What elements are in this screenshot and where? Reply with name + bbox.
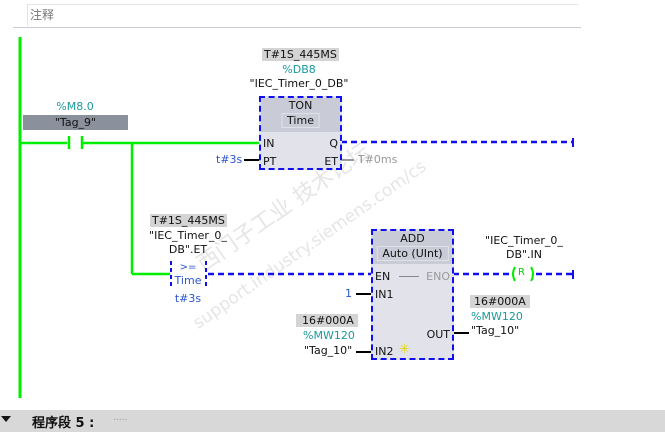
ton-pin-pt: PT xyxy=(263,155,277,168)
comment-label: 注释 xyxy=(30,8,55,22)
add-pin-in1: IN1 xyxy=(375,288,394,301)
add-pin-in2: IN2 xyxy=(375,345,394,358)
add-out-address: %MW120 xyxy=(471,310,523,323)
add-type[interactable]: Auto (UInt) xyxy=(376,246,449,261)
no-contact[interactable] xyxy=(65,134,85,151)
param-wires xyxy=(244,159,469,353)
add-input-star-icon[interactable]: ✳ xyxy=(399,342,410,357)
network-title: 程序段 5 : xyxy=(32,416,95,431)
add-in2-live-value: 16#000A xyxy=(296,314,358,327)
compare-operand-line1[interactable]: "IEC_Timer_0_ xyxy=(149,229,227,242)
ton-type[interactable]: Time xyxy=(281,113,320,128)
ton-instance[interactable]: "IEC_Timer_0_DB" xyxy=(249,77,349,90)
add-out-tag[interactable]: "Tag_10" xyxy=(471,324,520,337)
coil-operand-line2[interactable]: DB".IN xyxy=(505,248,543,261)
add-block[interactable]: ADD Auto (UInt) EN ENO IN1 OUT IN2 ✳ xyxy=(371,229,454,360)
ton-live-value: T#1S_445MS xyxy=(262,48,339,61)
add-pin-out: OUT xyxy=(426,328,450,341)
powered-wires xyxy=(20,136,260,276)
network-header[interactable] xyxy=(0,410,665,432)
add-name: ADD xyxy=(400,232,425,245)
add-pin-eno: ENO xyxy=(426,270,450,283)
compare-operand2[interactable]: t#3s xyxy=(174,292,202,305)
add-pin-en: EN xyxy=(375,270,391,283)
unpowered-wires xyxy=(208,140,573,276)
contact-address: %M8.0 xyxy=(56,100,94,113)
network-comment[interactable]: ..... xyxy=(113,413,128,423)
add-in2-tag[interactable]: "Tag_10" xyxy=(304,344,353,357)
compare-operator: >= xyxy=(179,262,197,273)
collapse-triangle-icon[interactable] xyxy=(1,416,11,422)
comment-divider xyxy=(13,27,581,28)
coil-symbol[interactable]: R xyxy=(518,267,525,278)
ton-et-value[interactable]: T#0ms xyxy=(358,153,398,166)
ton-pin-et: ET xyxy=(324,155,338,168)
ton-pin-q: Q xyxy=(329,137,338,150)
ton-name: TON xyxy=(288,99,313,112)
compare-type[interactable]: Time xyxy=(174,274,202,287)
comment-field[interactable] xyxy=(27,4,578,26)
coil-icon xyxy=(512,266,534,282)
ton-pt-value[interactable]: t#3s xyxy=(216,153,243,166)
ton-block[interactable]: TON Time IN PT Q ET xyxy=(259,96,342,170)
ton-db-address: %DB8 xyxy=(282,63,316,76)
contact-tag[interactable]: "Tag_9" xyxy=(23,115,128,130)
coil-operand-line1[interactable]: "IEC_Timer_0_ xyxy=(485,234,563,247)
compare-operand-line2[interactable]: DB".ET xyxy=(168,243,208,256)
en-eno-line xyxy=(399,276,419,277)
compare-live-value: T#1S_445MS xyxy=(150,214,227,227)
add-in1-value[interactable]: 1 xyxy=(345,287,352,300)
add-in2-address: %MW120 xyxy=(303,329,355,342)
compare-contact xyxy=(170,261,207,289)
add-out-live-value: 16#000A xyxy=(470,295,530,308)
ton-pin-in: IN xyxy=(263,137,275,150)
